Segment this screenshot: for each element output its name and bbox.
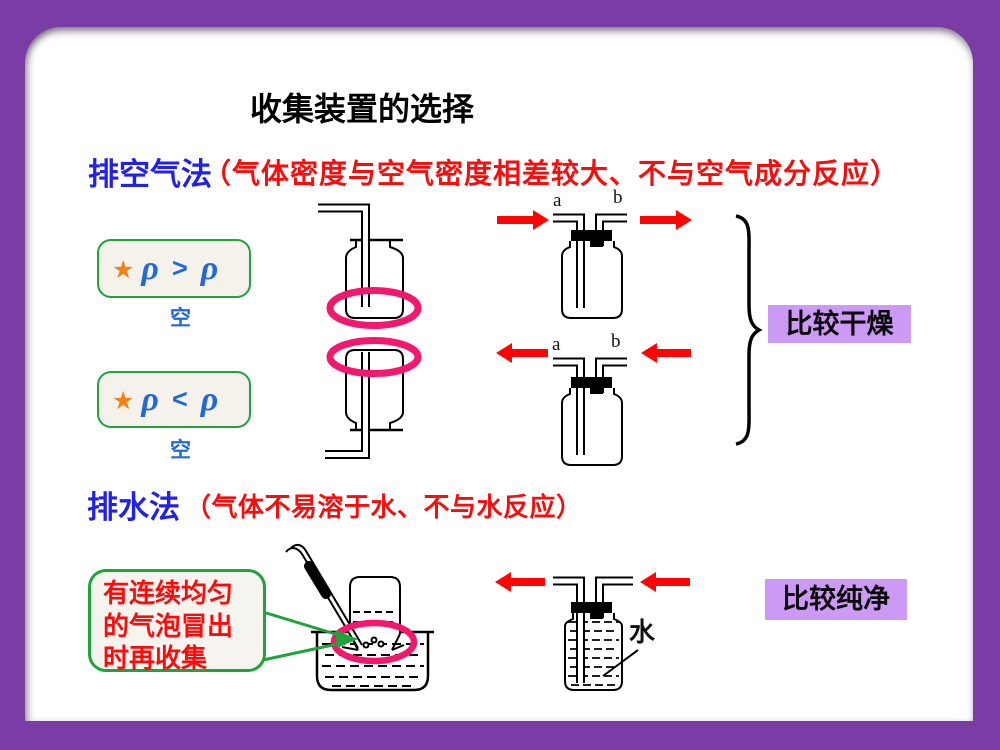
density-less-box: ★ ρ < ρ [97,371,251,428]
result-pure-badge: 比较纯净 [765,579,907,620]
callout-line: 有连续均匀 [103,578,234,608]
flow-arrow-out-left [496,343,548,363]
density-greater-box: ★ ρ > ρ [97,239,251,298]
callout-line: 的气泡冒出 [103,610,234,641]
star-icon: ★ [112,386,135,415]
rubber-tubing [304,561,331,599]
gas-bubble [362,641,370,649]
gas-bubble [377,640,385,648]
rho-air: ρ [200,380,219,418]
callout-line: 时再收集 [103,643,208,673]
tube-end-highlight-ellipse-top [326,287,422,329]
long-tube-a [553,357,585,455]
tube-mask [318,205,369,307]
grouping-brace [735,214,763,446]
rho-gas: ρ [141,380,159,418]
tube-mask [325,352,369,458]
air-subscript: 空 [170,307,191,330]
flow-arrow-out-left [495,572,545,592]
result-dry-badge: 比较干燥 [768,305,911,343]
water-method-heading: 排水法 [87,490,180,525]
rho-air: ρ [200,249,219,287]
delivery-tube [325,352,370,459]
inverted-collection-bottle [349,576,401,634]
air-method-heading: 排空气法 [88,157,212,192]
tube-label-b: b [613,187,623,208]
mouth-up-bottle-apparatus [318,203,404,319]
water-wash-bottle [553,576,639,691]
water-label: 水 [629,618,656,647]
tube-label-b: b [611,331,621,352]
bubble-highlight-ellipse [330,619,418,665]
long-tube-a [553,213,585,308]
water-pointer-line [602,649,639,677]
page-title: 收集装置的选择 [250,91,475,127]
water-method-condition: （气体不易溶于水、不与水反应） [185,492,583,522]
flow-arrow-in-left [641,343,691,363]
air-method-condition: （气体密度与空气密度相差较大、不与空气成分反应） [203,158,900,189]
callout-pointer [262,610,358,662]
long-tube [553,576,585,683]
greater-than-sign: > [171,253,188,283]
gas-bubble [370,636,378,644]
tube-label-a: a [552,334,561,355]
tube-label-a: a [553,190,562,211]
tube-end-highlight-ellipse-bottom [326,337,422,377]
gas-delivery-tube [285,547,359,649]
water-trough-apparatus [285,543,434,692]
flow-arrow-in-right [497,210,549,230]
flow-arrow-out-right [640,210,692,230]
trough-body [315,632,430,692]
bubble-callout: 有连续均匀 的气泡冒出 时再收集 [88,569,266,673]
rho-gas: ρ [141,249,159,287]
star-icon: ★ [112,255,135,284]
less-than-sign: < [171,384,188,414]
air-subscript: 空 [170,439,191,462]
callout-arrowhead [335,630,358,648]
delivery-tube [318,203,370,307]
gas-bottle-flow-left [553,357,627,466]
gas-bottle-flow-right [553,213,627,319]
flow-arrow-in-left [640,572,690,592]
